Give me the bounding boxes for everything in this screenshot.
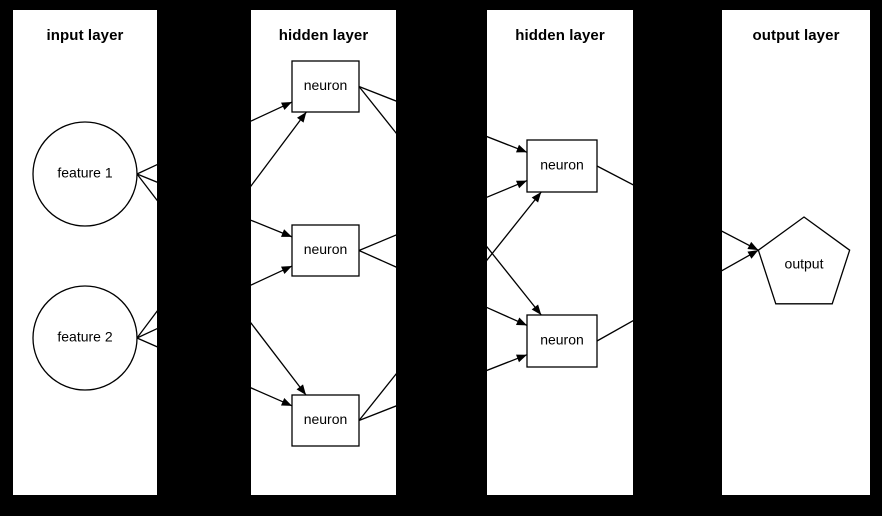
node-f2-circle[interactable] [32,285,138,391]
node-h2b-rect[interactable] [526,314,598,368]
node-label-h1a: neuron [304,77,348,93]
node-label-h2a: neuron [540,157,584,173]
node-label-out: output [785,256,824,272]
node-h2a-rect[interactable] [526,139,598,193]
node-label-h2b: neuron [540,332,584,348]
node-label-h1b: neuron [304,241,348,257]
layer-title-hidden2: hidden layer [515,27,605,44]
layer-title-input: input layer [46,27,124,44]
node-label-f2: feature 2 [57,329,112,345]
node-h1a-rect[interactable] [291,60,360,113]
layer-title-output: output layer [752,27,840,44]
layer-title-hidden1: hidden layer [278,27,369,44]
node-h1c-rect[interactable] [291,394,360,447]
node-label-h1c: neuron [304,411,348,427]
node-label-f1: feature 1 [57,165,112,181]
layer-panel-input: input layer [13,10,157,495]
node-h1b-rect[interactable] [291,224,360,277]
node-out-pentagon[interactable] [757,216,851,305]
node-f1-circle[interactable] [32,121,138,227]
layer-panel-hidden2: hidden layer [487,10,633,495]
